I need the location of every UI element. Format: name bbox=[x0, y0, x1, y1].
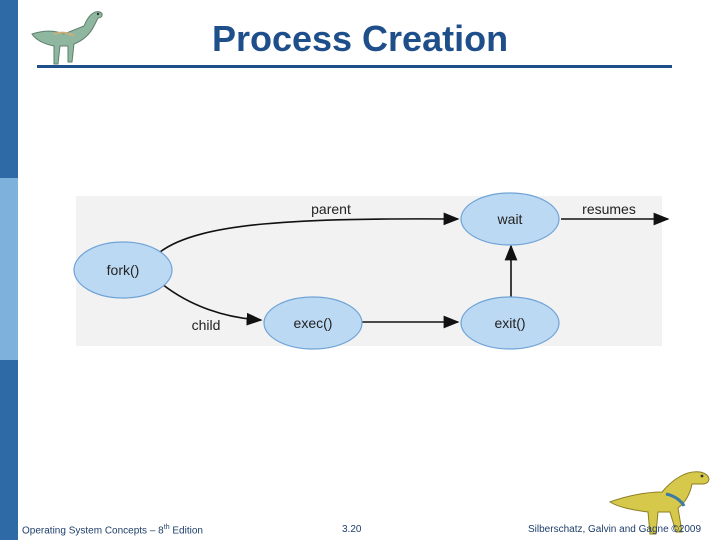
dinosaur-footer-icon bbox=[608, 471, 710, 535]
page-title: Process Creation bbox=[211, 18, 509, 59]
node-exit-label: exit() bbox=[494, 315, 525, 331]
footer-page-number: 3.20 bbox=[342, 524, 362, 535]
node-wait-ellipse bbox=[460, 192, 560, 246]
edge-label-resumes: resumes bbox=[582, 201, 636, 217]
edge-label-child: child bbox=[192, 317, 221, 333]
footer-book-title-suffix: Edition bbox=[169, 525, 203, 537]
diagram-background bbox=[76, 196, 662, 346]
sidebar-top-segment bbox=[0, 0, 18, 178]
footer-book-title: Operating System Concepts – 8th Edition bbox=[22, 524, 203, 536]
dinosaur-logo-icon bbox=[31, 11, 103, 65]
edge-label-parent: parent bbox=[311, 201, 351, 217]
edge-fork-to-wait bbox=[159, 212, 460, 253]
footer-book-title-sup: th bbox=[163, 524, 170, 531]
sidebar-middle-segment bbox=[0, 178, 18, 360]
node-fork-ellipse bbox=[73, 241, 173, 299]
footer-book-title-prefix: Operating System Concepts – 8 bbox=[22, 525, 164, 537]
left-sidebar-band bbox=[0, 0, 18, 540]
footer-copyright: Silberschatz, Galvin and Gagne ©2009 bbox=[528, 524, 702, 535]
node-fork-label: fork() bbox=[107, 262, 140, 278]
node-exec-ellipse bbox=[263, 296, 363, 350]
sidebar-bottom-segment bbox=[0, 360, 18, 540]
node-exit-ellipse bbox=[460, 296, 560, 350]
title-underline bbox=[37, 65, 672, 68]
edge-fork-to-exec bbox=[161, 283, 263, 326]
node-wait-label: wait bbox=[497, 211, 523, 227]
node-exec-label: exec() bbox=[294, 315, 333, 331]
